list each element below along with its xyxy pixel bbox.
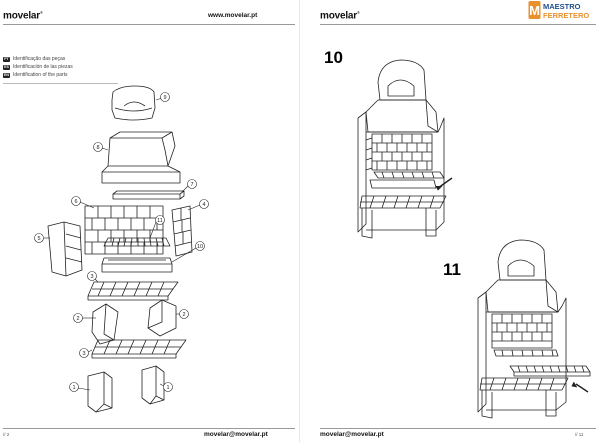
page-number: // 11 — [575, 432, 584, 437]
callout-label: 3 — [82, 351, 85, 357]
callout-leaders — [44, 97, 201, 391]
footer-rule — [320, 428, 596, 429]
left-page: movelar® www.movelar.pt PT Identificação… — [3, 10, 295, 438]
page-gutter — [299, 0, 300, 442]
legend-rule — [3, 83, 118, 84]
callout-label: 5 — [37, 236, 40, 242]
callout-label: 11 — [157, 218, 163, 224]
part-5-side-wall-left — [47, 221, 83, 277]
legend-label: Identificación de las piezas — [13, 64, 73, 70]
step-number-11: 11 — [443, 260, 461, 279]
header-rule — [3, 24, 295, 25]
exploded-parts-diagram: 9 8 7 6 4 5 11 10 3 2 2 3 1 1 — [34, 85, 209, 413]
step-number-10: 10 — [324, 48, 343, 67]
part-3-upper-slab — [87, 281, 179, 301]
parts-legend: PT Identificação das peças ES Identifica… — [3, 55, 73, 79]
step-10-illustration — [357, 59, 453, 239]
part-10-ash-tray — [101, 257, 173, 273]
part-7-lintel — [112, 190, 185, 200]
callout-label: 7 — [190, 182, 193, 188]
page-number: // 2 — [3, 432, 10, 437]
footer-rule — [3, 428, 295, 429]
part-1-foot-left — [87, 371, 113, 413]
part-3-lower-slab — [91, 339, 187, 359]
badge-letter: M — [529, 3, 540, 18]
footer-email[interactable]: movelar@movelar.pt — [320, 431, 384, 438]
footer-email[interactable]: movelar@movelar.pt — [204, 431, 268, 438]
part-2-support-left — [91, 303, 119, 345]
right-page: movelar® 10 11 — [300, 0, 600, 442]
language-code: EN — [3, 72, 10, 78]
header-rule — [320, 24, 596, 25]
brand-logo: movelar® — [3, 10, 43, 22]
part-11-grill — [103, 237, 171, 247]
legend-label: Identification of the parts — [13, 72, 68, 78]
language-code: PT — [3, 56, 10, 62]
badge-bottom-text: FERRETERO — [543, 11, 589, 20]
callout-label: 1 — [166, 385, 169, 391]
callout-label: 1 — [72, 385, 75, 391]
part-1-foot-right — [141, 365, 165, 405]
part-4-side-wall-right — [171, 205, 193, 257]
callout-label: 6 — [74, 199, 77, 205]
legend-row-es: ES Identificación de las piezas — [3, 63, 73, 71]
part-2-support-right — [147, 299, 177, 337]
callout-label: 4 — [202, 202, 205, 208]
badge-top-text: MAESTRO — [543, 2, 581, 11]
callout-label: 10 — [197, 244, 203, 250]
language-code: ES — [3, 64, 10, 70]
callout-label: 2 — [76, 316, 79, 322]
part-8-hood — [101, 131, 181, 184]
legend-label: Identificação das peças — [13, 56, 66, 62]
maestro-ferretero-badge: M MAESTRO FERRETERO — [528, 1, 589, 20]
legend-row-en: EN Identification of the parts — [3, 71, 73, 79]
callout-label: 9 — [163, 95, 166, 101]
part-9-chimney-cap — [111, 85, 156, 121]
legend-row-pt: PT Identificação das peças — [3, 55, 73, 63]
callout-label: 3 — [90, 274, 93, 280]
header-url[interactable]: www.movelar.pt — [208, 12, 258, 19]
part-6-back-wall — [84, 205, 164, 255]
callout-circles — [34, 92, 209, 392]
step-11-illustration — [477, 239, 591, 419]
callout-label: 2 — [182, 312, 185, 318]
brand-logo: movelar® — [320, 10, 360, 22]
callout-label: 8 — [96, 145, 99, 151]
